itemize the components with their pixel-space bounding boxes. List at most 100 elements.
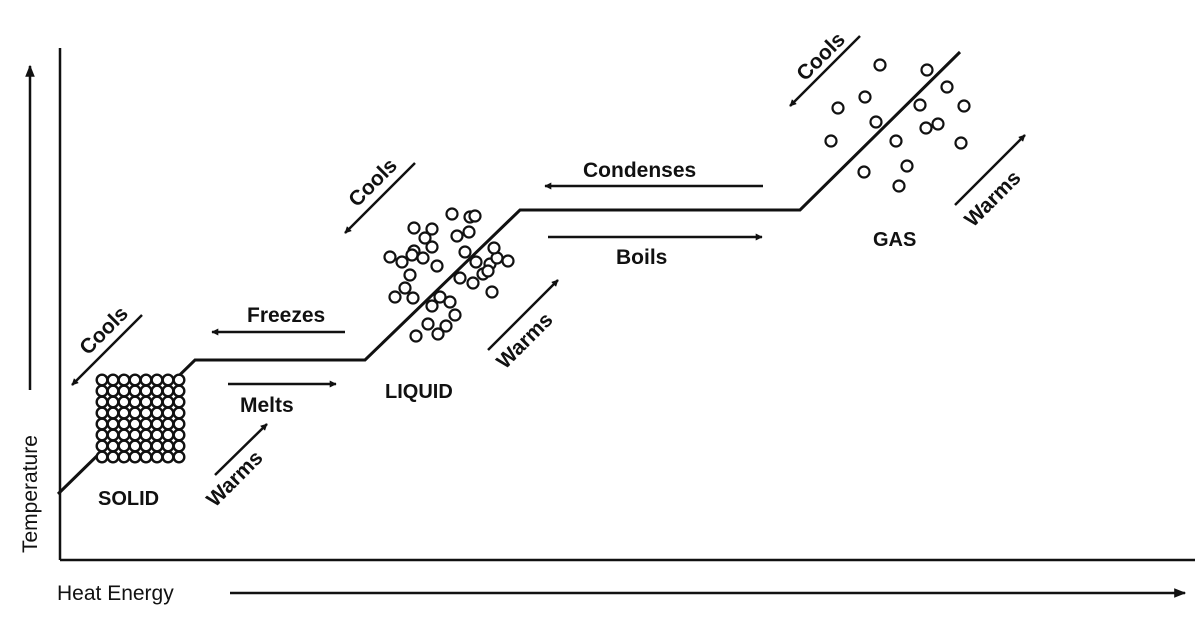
solid-particle [150,450,164,464]
liquid-particle [383,250,397,264]
gas-particle [931,117,945,131]
solid-particle [161,439,175,453]
solid-particle [139,373,153,387]
solid-particle [95,384,109,398]
liquid-particle [448,308,462,322]
solid-particle [139,439,153,453]
solid-particle [95,428,109,442]
freezes-label: Freezes [247,304,325,327]
solid-particle [106,417,120,431]
solid-warms-arrow [214,423,268,476]
solid-particle [172,428,186,442]
solid-particle [106,439,120,453]
liquid-particle [395,255,409,269]
liquid-particle [501,254,515,268]
solid-lattice [95,373,186,464]
solid-particle [128,406,142,420]
liquid-warms-arrow [487,279,559,351]
liquid-particle [481,264,495,278]
liquid-particle [487,241,501,255]
melts-label: Melts [240,394,294,417]
solid-particle [150,384,164,398]
gas-label: GAS [873,229,916,251]
liquid-particle [425,299,439,313]
solid-particle [139,450,153,464]
solid-particle [128,439,142,453]
solid-particle [161,417,175,431]
liquid-particle [418,231,432,245]
solid-particle [161,373,175,387]
gas-particle [873,58,887,72]
solid-particle [95,395,109,409]
solid-particle [117,395,131,409]
solid-particle [95,406,109,420]
solid-particle [95,417,109,431]
solid-particle [106,384,120,398]
solid-particle [150,406,164,420]
solid-particle [172,373,186,387]
solid-particle [128,373,142,387]
solid-particle [172,406,186,420]
solid-particle [161,450,175,464]
solid-particle [161,428,175,442]
gas-particle [919,121,933,135]
gas-molecules [824,58,971,193]
liquid-particle [405,248,419,262]
solid-particle [139,428,153,442]
solid-particle [150,428,164,442]
liquid-particle [398,281,412,295]
gas-cools-arrow [789,35,861,107]
solid-particle [128,450,142,464]
solid-particle [95,373,109,387]
gas-particle [869,115,883,129]
solid-particle [150,395,164,409]
solid-particle [106,428,120,442]
gas-particle [954,136,968,150]
solid-particle [172,439,186,453]
solid-particle [117,439,131,453]
solid-particle [139,406,153,420]
solid-particle [95,439,109,453]
solid-particle [117,417,131,431]
gas-particle [900,159,914,173]
liquid-cools-arrow [344,162,416,234]
gas-warms-label: Warms [960,166,1025,231]
solid-particle [172,450,186,464]
boils-label: Boils [616,246,667,269]
liquid-particle [462,225,476,239]
solid-particle [106,450,120,464]
gas-cools-label: Cools [792,28,850,86]
condenses-label: Condenses [583,159,696,182]
liquid-warms-label: Warms [492,308,557,373]
liquid-particle [407,221,421,235]
gas-particle [858,90,872,104]
solid-particle [172,395,186,409]
solid-particle [106,395,120,409]
solid-particle [106,373,120,387]
liquid-cools-label: Cools [344,154,402,212]
heating-curve [56,50,962,496]
solid-particle [161,384,175,398]
solid-particle [128,428,142,442]
liquid-particle [485,285,499,299]
solid-particle [150,439,164,453]
gas-particle [957,99,971,113]
gas-particle [831,101,845,115]
solid-particle [117,373,131,387]
liquid-particle [469,255,483,269]
solid-particle [117,428,131,442]
gas-particle [920,63,934,77]
liquid-particle [425,222,439,236]
solid-particle [161,406,175,420]
liquid-particle [445,207,459,221]
solid-particle [117,450,131,464]
liquid-particle [433,290,447,304]
solid-particle [128,395,142,409]
liquid-particle [430,259,444,273]
gas-particle [889,134,903,148]
solid-particle [106,406,120,420]
gas-particle [824,134,838,148]
liquid-particle [450,229,464,243]
solid-particle [161,395,175,409]
